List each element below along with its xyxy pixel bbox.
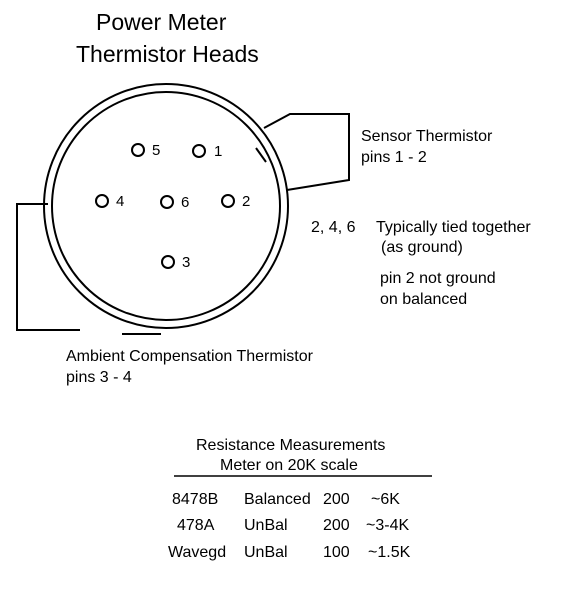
table-cell-model: 8478B bbox=[172, 491, 219, 508]
pin-4 bbox=[95, 194, 109, 208]
pin-label-2: 2 bbox=[242, 193, 251, 210]
table-cell-type: Balanced bbox=[244, 491, 311, 508]
ground-note-line-1: Typically tied together bbox=[376, 219, 531, 236]
ambient-callout-line-2: pins 3 - 4 bbox=[66, 369, 132, 386]
connector-outer-ring bbox=[43, 83, 289, 329]
ambient-callout-line-1: Ambient Compensation Thermistor bbox=[66, 348, 313, 365]
table-cell-model: Wavegd bbox=[168, 544, 227, 561]
pin-label-4: 4 bbox=[116, 193, 125, 210]
table-cell-value: ~3-4K bbox=[366, 517, 410, 534]
pin-label-3: 3 bbox=[182, 254, 191, 271]
table-cell-type: UnBal bbox=[244, 544, 288, 561]
table-cell-value: ~6K bbox=[371, 491, 400, 508]
ground-note-line-2: (as ground) bbox=[381, 239, 463, 256]
ambient-bracket-left bbox=[16, 203, 80, 331]
sensor-callout-line-1: Sensor Thermistor bbox=[361, 128, 493, 145]
connector-inner-ring bbox=[51, 91, 281, 321]
pin-6 bbox=[160, 195, 174, 209]
ground-note-line-4: on balanced bbox=[380, 291, 468, 308]
table-header-2: Meter on 20K scale bbox=[220, 457, 358, 474]
table-cell-range: 100 bbox=[323, 544, 350, 561]
table-header-1: Resistance Measurements bbox=[196, 437, 386, 454]
table-cell-model: 478A bbox=[177, 517, 215, 534]
table-cell-type: UnBal bbox=[244, 517, 288, 534]
sensor-bracket bbox=[263, 113, 350, 191]
pin-3 bbox=[161, 255, 175, 269]
table-cell-range: 200 bbox=[323, 491, 350, 508]
pin-5 bbox=[131, 143, 145, 157]
title-line-1: Power Meter bbox=[96, 9, 227, 35]
ground-note-pins: 2, 4, 6 bbox=[311, 219, 356, 236]
sensor-callout-line-2: pins 1 - 2 bbox=[361, 149, 427, 166]
table-cell-range: 200 bbox=[323, 517, 350, 534]
ground-note-line-3: pin 2 not ground bbox=[380, 270, 496, 287]
pin-label-1: 1 bbox=[214, 143, 223, 160]
pin-2 bbox=[221, 194, 235, 208]
pin-label-6: 6 bbox=[181, 194, 190, 211]
title-line-2: Thermistor Heads bbox=[76, 41, 259, 67]
pin-1 bbox=[192, 144, 206, 158]
table-cell-value: ~1.5K bbox=[368, 544, 411, 561]
connector-key-notch bbox=[255, 147, 267, 163]
pin-label-5: 5 bbox=[152, 142, 161, 159]
